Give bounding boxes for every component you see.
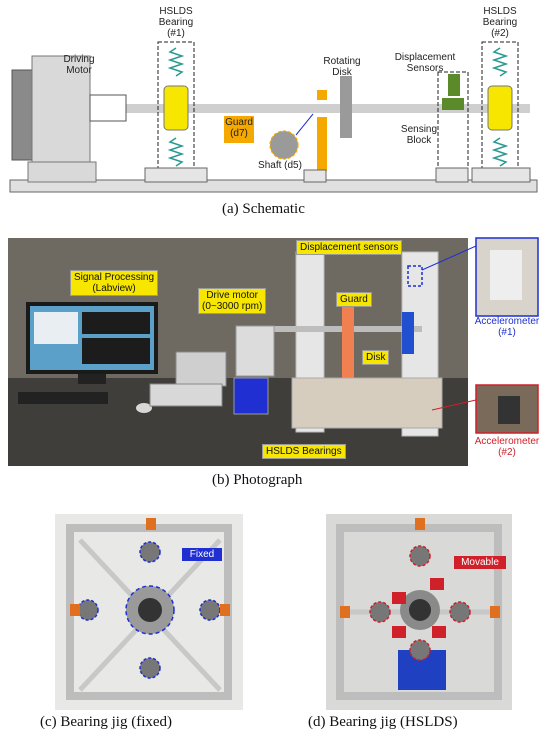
bearing1-spring-bottom — [167, 137, 185, 167]
motor-controller — [233, 377, 269, 415]
bearing2-spring-bottom — [491, 137, 509, 167]
sensor-frame — [437, 71, 469, 171]
jig-fixed-knob-right — [220, 604, 230, 616]
photo-guard — [342, 306, 354, 394]
motor-body — [31, 55, 91, 177]
jig-fixed-panel — [55, 514, 243, 710]
photo-hslds-bearings-label: HSLDS Bearings — [262, 444, 346, 459]
bearing1-spring-top — [167, 47, 185, 77]
caption-b: (b) Photograph — [212, 472, 303, 488]
jig-fixed-top-bolt — [139, 541, 161, 563]
jig-hslds-knob-left — [340, 606, 350, 618]
jig-hslds-bottom-bolt — [409, 639, 431, 661]
photo-disk — [402, 312, 414, 354]
jig-hslds-left-bolt — [369, 601, 391, 623]
jig-fixed-right-bolt — [199, 599, 221, 621]
jig-hslds-knob-right — [490, 606, 500, 618]
schematic-panel — [9, 41, 538, 193]
photo-disk-label: Disk — [362, 350, 390, 365]
jig-fixed-knob-left — [70, 604, 80, 616]
jig-fixed-knob-top — [146, 518, 156, 530]
acc2-leader — [431, 399, 477, 411]
photo-motor — [235, 325, 275, 377]
caption-c: (c) Bearing jig (fixed) — [40, 714, 173, 730]
rotating-disk-label: Rotating Disk — [323, 56, 361, 78]
accelerometer1-label: Accelerometer (#1) — [474, 316, 540, 338]
monitor-plot-b — [82, 338, 150, 364]
guard-arrow — [295, 113, 314, 136]
guard-bar — [317, 117, 327, 171]
jig-hslds-l2-marker — [430, 578, 444, 590]
sensing-block-shape — [442, 98, 464, 110]
caption-a: (a) Schematic — [222, 201, 305, 217]
coupling — [89, 94, 127, 122]
accelerometer1-plate — [490, 250, 522, 300]
photo-guard-label: Guard — [336, 292, 372, 307]
rig-base — [291, 377, 443, 429]
jig-hslds-knob-top — [415, 518, 425, 530]
bearing2-housing — [487, 85, 513, 131]
sensor-highlight — [407, 265, 423, 287]
bearing1-title: HSLDS Bearing (#1) — [158, 6, 194, 39]
photo-displacement-sensors-label: Displacement sensors — [296, 240, 403, 255]
sensing-block-label: Sensing Block — [400, 124, 438, 146]
shaft-line — [125, 104, 530, 113]
motor-foot — [27, 161, 97, 183]
motor-cap — [11, 69, 33, 161]
jig-fixed-left-bolt — [77, 599, 99, 621]
bearing1-base — [144, 167, 208, 183]
rotating-disk-shape — [340, 76, 352, 138]
jig-hslds-l1-marker — [432, 626, 446, 638]
bearing2-spring-top — [491, 47, 509, 77]
sensor-base — [435, 167, 469, 183]
jig-hslds-right-bolt — [449, 601, 471, 623]
monitor-stand — [78, 374, 106, 384]
displacement-sensors-label: Displacement Sensors — [394, 52, 456, 74]
movable-tag: Movable — [454, 556, 506, 569]
jig-fixed-bottom-bolt — [139, 657, 161, 679]
jig-hslds-l3-marker — [392, 592, 406, 604]
sensor-top — [448, 74, 460, 96]
base-plate — [9, 179, 538, 193]
daq-box — [175, 351, 227, 387]
jig-hslds-panel — [326, 514, 512, 710]
caption-d: (d) Bearing jig (HSLDS) — [308, 714, 458, 730]
guard-top — [317, 90, 327, 100]
jig-hslds-l4-marker — [392, 626, 406, 638]
guard-base — [303, 169, 327, 183]
accelerometer2-label: Accelerometer (#2) — [474, 436, 540, 458]
monitor-panel-a — [34, 312, 78, 344]
photograph-panel — [8, 237, 539, 466]
drive-motor-label: Drive motor (0~3000 rpm) — [198, 288, 267, 314]
guard-label: Guard (d7) — [224, 116, 254, 143]
signal-processing-label: Signal Processing (Labview) — [70, 270, 159, 296]
jig-hslds-top-bolt — [409, 545, 431, 567]
bearing1-housing — [163, 85, 189, 131]
jig-fixed-bearing — [138, 598, 162, 622]
acc1-leader — [421, 245, 477, 271]
bearing2-title: HSLDS Bearing (#2) — [482, 6, 518, 39]
fixed-tag: Fixed — [182, 548, 222, 561]
shaft-label: Shaft (d5) — [258, 160, 302, 171]
bearing2-base — [471, 167, 531, 183]
driving-motor-label: Driving Motor — [63, 54, 95, 76]
amplifier-box — [149, 383, 223, 407]
shaft-section — [269, 130, 299, 160]
monitor-plot-a — [82, 312, 150, 334]
keyboard — [18, 392, 108, 404]
mouse — [136, 403, 152, 413]
accelerometer2-sensor — [498, 396, 520, 424]
jig-hslds-bearing — [409, 599, 431, 621]
